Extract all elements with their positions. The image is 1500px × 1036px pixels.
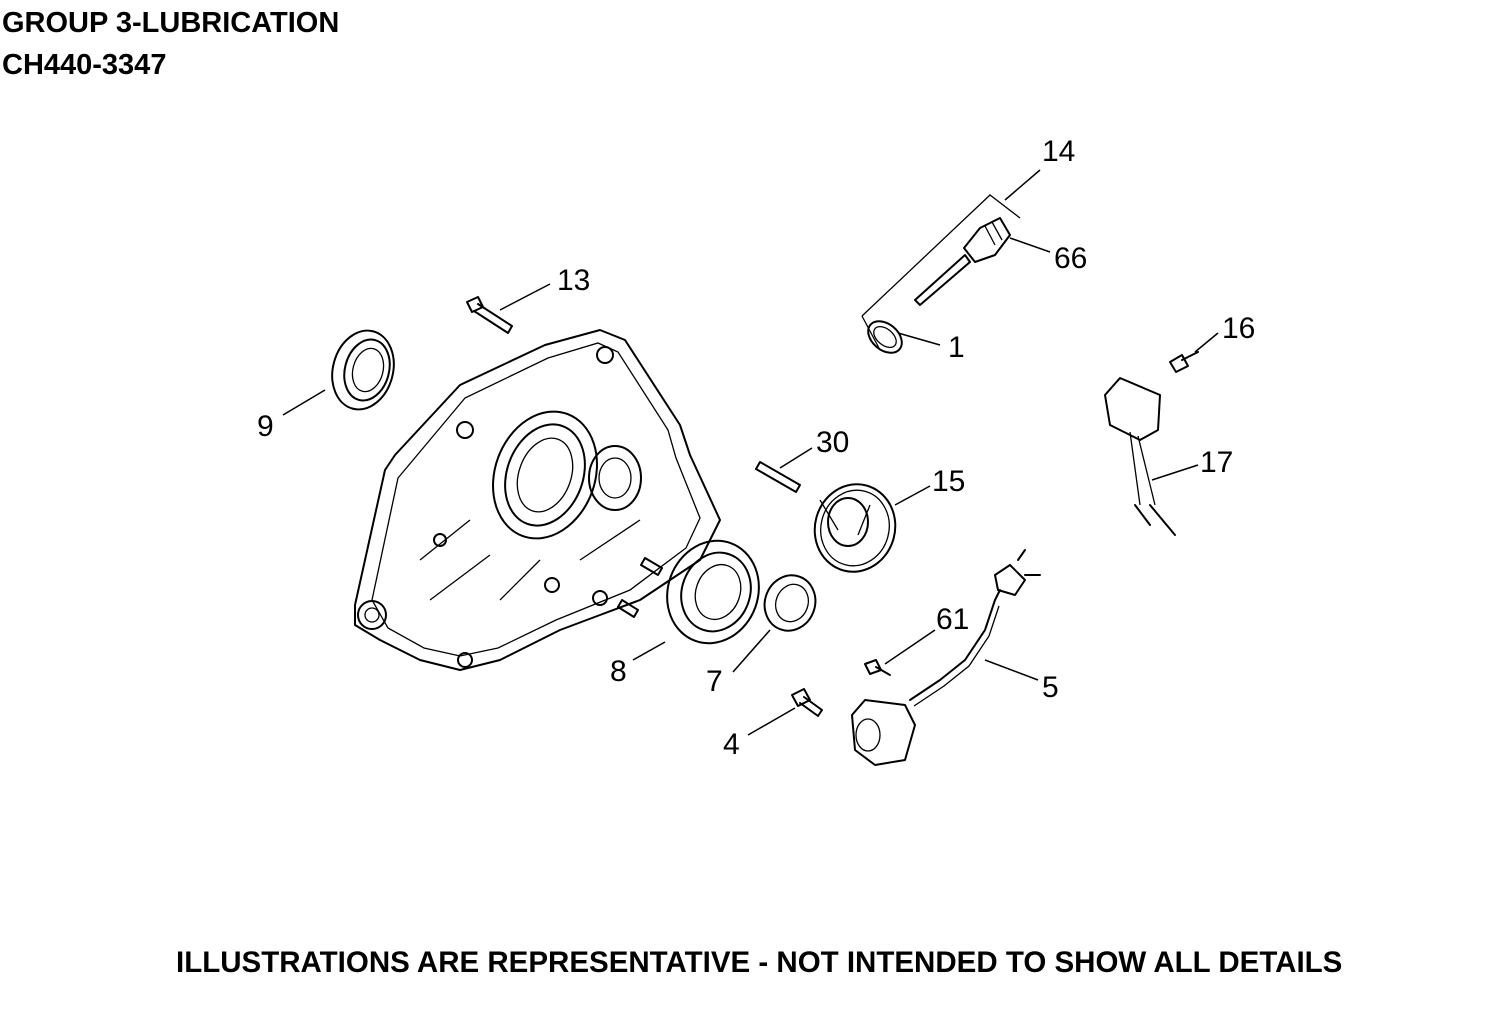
callout-66: 66 [1054, 242, 1087, 275]
callout-61: 61 [936, 603, 969, 636]
oil-sentry-module [1104, 377, 1176, 536]
callout-15: 15 [932, 465, 965, 498]
small-bearing [763, 574, 817, 632]
callout-5: 5 [1042, 671, 1059, 704]
cover-screw [466, 296, 513, 334]
switch-screw [864, 659, 891, 676]
model-number: CH440-3347 [2, 49, 167, 81]
callout-17: 17 [1200, 446, 1233, 479]
main-bearing [666, 539, 760, 645]
callout-30: 30 [816, 426, 849, 459]
oil-seal [331, 329, 395, 411]
leader-lines [282, 169, 1219, 736]
callout-7: 7 [706, 665, 723, 698]
dowel-pin [755, 461, 801, 493]
callout-8: 8 [610, 655, 627, 688]
governor-gear [813, 483, 897, 573]
mount-screw [791, 688, 823, 717]
callout-13: 13 [557, 264, 590, 297]
disclaimer-text: ILLUSTRATIONS ARE REPRESENTATIVE - NOT I… [176, 946, 1343, 979]
callout-1: 1 [948, 331, 965, 364]
callout-16: 16 [1222, 312, 1255, 345]
page-title: GROUP 3-LUBRICATION [2, 7, 340, 39]
sensor-screw [1169, 351, 1199, 373]
crankcase-cover [354, 329, 721, 671]
callout-4: 4 [723, 728, 740, 761]
callout-14: 14 [1042, 135, 1075, 168]
dipstick-assembly [861, 194, 1021, 354]
locating-pins [617, 557, 663, 618]
oil-level-switch [851, 549, 1041, 766]
callout-9: 9 [257, 410, 274, 443]
